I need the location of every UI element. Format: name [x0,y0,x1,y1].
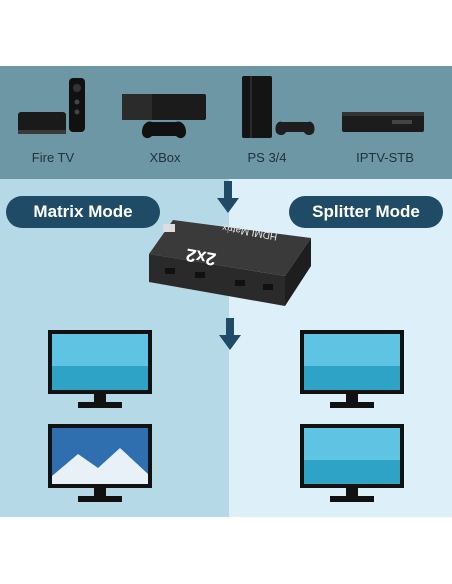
monitor-splitter-2 [300,424,404,502]
arrow-down-icon [219,318,241,350]
device-label-ps: PS 3/4 [247,150,287,165]
playstation-icon [242,76,315,138]
xbox-icon [122,94,206,139]
arrow-down-icon [217,181,239,213]
fire-tv-icon [18,78,85,134]
monitor-splitter-1 [300,330,404,408]
device-label-fire-tv: Fire TV [31,150,75,165]
monitor-matrix-2 [48,424,152,502]
monitor-matrix-1 [48,330,152,408]
set-top-box-icon [342,112,424,132]
matrix-mode-label: Matrix Mode [6,196,160,228]
splitter-mode-label: Splitter Mode [289,196,443,228]
device-label-xbox: XBox [149,150,181,165]
hdmi-matrix-switch [149,220,311,306]
device-label-iptv-stb: IPTV-STB [356,150,414,165]
